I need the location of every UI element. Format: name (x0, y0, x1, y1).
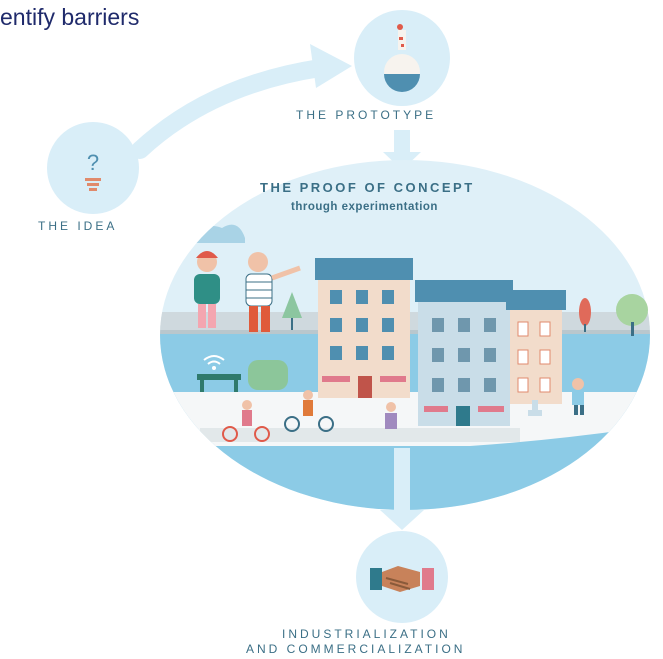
tree-right (616, 294, 648, 336)
cyclist-1 (222, 400, 270, 442)
wifi-icon (203, 355, 225, 370)
bench (197, 374, 241, 392)
proof-of-concept-subtitle: through experimentation (291, 201, 438, 213)
handshake-icon (356, 531, 448, 623)
proof-of-concept-title: THE PROOF OF CONCEPT (260, 180, 475, 195)
person-woman (194, 251, 220, 328)
lightbulb-question-icon: ? (47, 122, 139, 214)
child-person (572, 378, 584, 415)
tree-left (282, 292, 302, 330)
commercialization-label: AND COMMERCIALIZATION (246, 642, 466, 656)
fountain (528, 400, 542, 416)
arrow-idea-to-prototype (131, 44, 352, 159)
building-right (415, 280, 513, 426)
building-small (506, 290, 566, 404)
header-text: entify barriers (0, 4, 140, 30)
idea-label: THE IDEA (38, 219, 118, 233)
person-man (245, 252, 301, 332)
flask-icon (354, 10, 450, 106)
cyclist-2 (284, 390, 334, 432)
tree-red (579, 298, 591, 332)
elderly-person (385, 402, 397, 429)
arrow-poc-to-industrialization (380, 448, 424, 530)
idea-question-mark: ? (87, 150, 99, 175)
building-left (315, 258, 413, 398)
industrialization-label: INDUSTRIALIZATION (282, 627, 451, 641)
hedge (248, 360, 288, 390)
prototype-label: THE PROTOTYPE (296, 108, 437, 122)
